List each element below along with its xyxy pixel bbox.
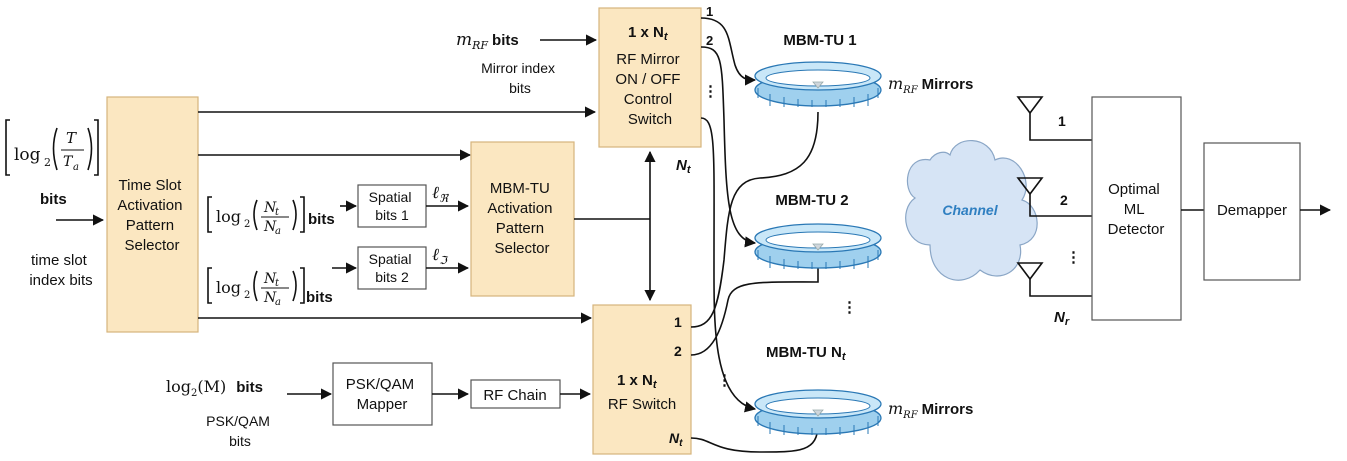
channel-label: Channel	[942, 202, 998, 218]
channel-cloud	[905, 140, 1038, 281]
rx-1-label: 1	[1058, 113, 1066, 129]
mirror-port-1: 1	[706, 4, 713, 19]
svg-text:t: t	[275, 207, 280, 218]
svg-text:2: 2	[244, 290, 250, 301]
mirror-port-dots: ⋮	[703, 83, 718, 100]
svg-text:log: log	[216, 207, 241, 226]
demapper-label: Demapper	[1217, 202, 1287, 219]
rf-chain-block	[470, 379, 561, 409]
psk-mapper-label: PSK/QAM Mapper	[346, 376, 419, 413]
mbm-tu-2-label: MBM-TU 2	[775, 192, 848, 209]
rx-antenna-1	[1016, 96, 1092, 141]
ell-imag-label: ℓℑ	[432, 245, 449, 267]
rf-port-1: 1	[674, 314, 682, 330]
svg-text:a: a	[73, 162, 79, 173]
mbm-dots: ⋮	[842, 299, 857, 316]
svg-text:bits: bits	[306, 289, 333, 306]
mirror-control-wires	[700, 17, 757, 413]
rx-antenna-2	[1016, 177, 1092, 217]
mbm-tu-n	[754, 389, 882, 435]
svg-text:T: T	[66, 129, 77, 147]
spatial-bits-1-input: log 2 N t N a bits	[207, 196, 335, 237]
rx-dots: ⋮	[1066, 249, 1081, 266]
svg-text:2: 2	[244, 219, 250, 230]
mbm-tu-1	[754, 61, 882, 107]
svg-text:N: N	[263, 290, 277, 306]
rf-chain-label: RF Chain	[483, 387, 546, 404]
svg-text:log: log	[14, 145, 41, 165]
log2m-label: log2(M)bits	[166, 377, 263, 399]
mirror-port-2: 2	[706, 33, 713, 48]
svg-text:2: 2	[44, 156, 51, 169]
mirror-switch-title: 1 x Nt	[628, 24, 669, 43]
mbm-tu-2	[754, 223, 882, 269]
mirror-switch-block	[598, 7, 702, 148]
rf-port-2: 2	[674, 343, 682, 359]
time-slot-selector-label: Time Slot Activation Pattern Selector	[117, 177, 186, 254]
rx-n-label: Nr	[1054, 309, 1070, 328]
mirror-switch-label: RF Mirror ON / OFF Control Switch	[615, 51, 684, 128]
ml-detector-label: Optimal ML Detector	[1108, 181, 1165, 238]
svg-text:a: a	[275, 226, 281, 237]
nt-mid-label: Nt	[676, 157, 692, 176]
svg-text:bits: bits	[308, 211, 335, 228]
rf-feed-wires	[690, 111, 819, 453]
time-slot-selector-block	[106, 96, 199, 333]
rf-port-dots: ⋮	[717, 372, 732, 389]
psk-bits-label: PSK/QAM bits	[206, 413, 274, 449]
ell-real-label: ℓℜ	[432, 183, 449, 205]
psk-mapper-block	[332, 362, 433, 426]
svg-text:bits: bits	[40, 191, 67, 208]
time-slot-bits-input: log 2 T T a bits	[5, 119, 99, 208]
svg-text:T: T	[63, 154, 74, 170]
demapper-block	[1203, 142, 1301, 281]
rf-switch-title: 1 x Nt	[617, 372, 658, 391]
rx-antenna-n	[1016, 262, 1092, 297]
mbm-tu-1-label: MBM-TU 1	[783, 32, 856, 49]
svg-text:log: log	[216, 278, 241, 297]
mbm-selector-block	[470, 141, 575, 297]
spatial-bits-1-block	[357, 184, 427, 228]
mbm-selector-label: MBM-TU Activation Pattern Selector	[487, 180, 556, 257]
ml-detector-block	[1091, 96, 1182, 321]
svg-text:N: N	[263, 200, 277, 216]
spatial-bits-1-label: Spatial bits 1	[369, 189, 416, 223]
svg-text:N: N	[263, 219, 277, 235]
spatial-bits-2-input: log 2 N t N a bits	[207, 267, 333, 308]
time-slot-index-label: time slot index bits	[29, 252, 92, 289]
svg-text:a: a	[275, 297, 281, 308]
mirror-index-label: Mirror index bits	[481, 60, 559, 96]
mbm-tu-n-label: MBM-TU Nt	[766, 344, 847, 363]
rf-switch-block	[592, 304, 692, 455]
svg-text:t: t	[275, 278, 280, 289]
rx-2-label: 2	[1060, 192, 1068, 208]
spatial-bits-2-label: Spatial bits 2	[369, 251, 416, 285]
svg-text:N: N	[263, 271, 277, 287]
rf-switch-label: RF Switch	[608, 396, 676, 413]
rf-port-n: Nt	[669, 430, 683, 449]
